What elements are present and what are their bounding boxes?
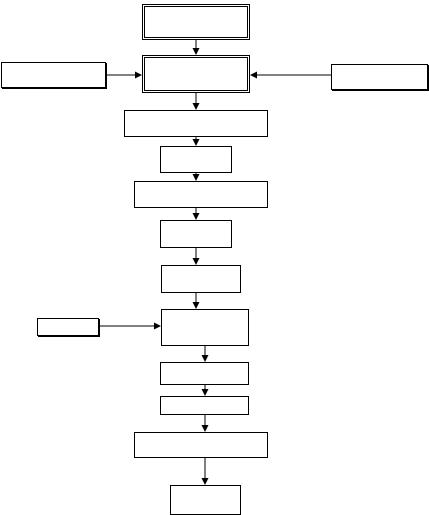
flow-node-n3 [124,110,268,137]
flow-node-n1 [142,4,250,40]
flow-node-n9 [160,362,249,385]
flow-node-n10 [160,396,249,415]
flow-node-n6 [160,220,232,248]
flow-node-n-right1 [331,64,428,90]
flow-node-n8 [161,309,249,346]
flow-node-n2 [142,55,250,93]
flow-node-n-left1 [1,62,106,88]
flow-node-n11 [134,432,268,458]
flow-node-n7 [161,265,241,293]
flow-node-n4 [160,146,232,173]
flow-node-n-left2 [37,318,99,336]
flow-node-n5 [134,181,268,208]
